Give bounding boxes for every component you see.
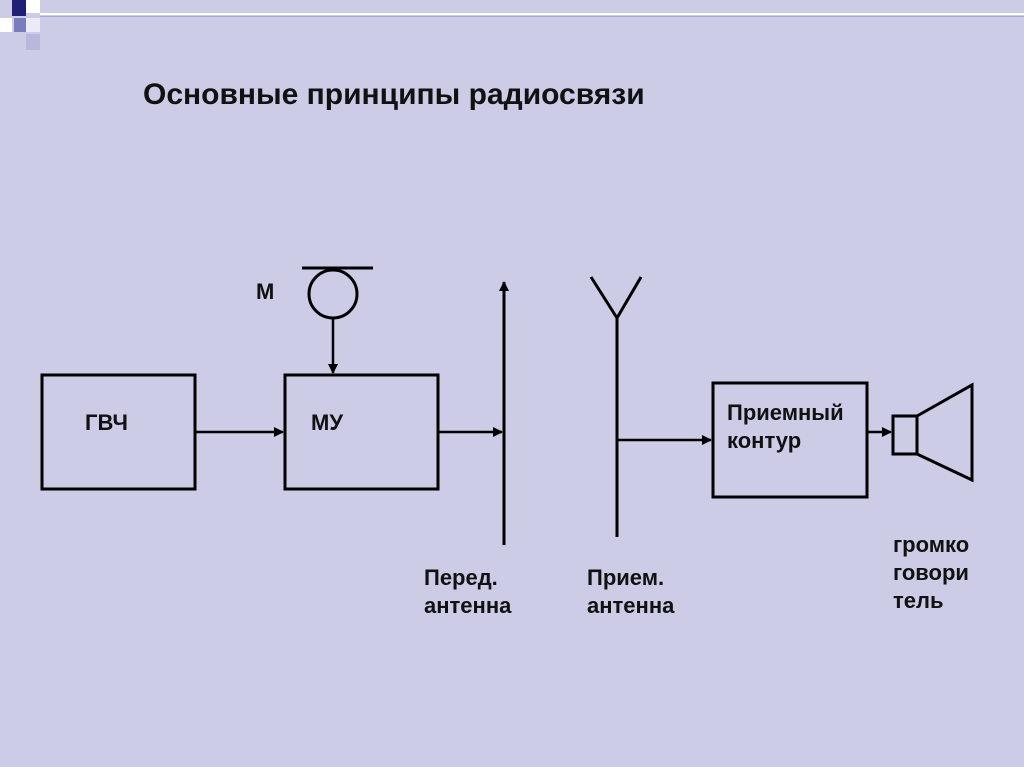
microphone-icon [307, 268, 359, 320]
decor-square-light [26, 0, 40, 13]
decor-line [40, 13, 1024, 15]
receive-antenna-label-line2: антенна [587, 593, 675, 618]
decor-square-small [26, 34, 40, 50]
slide-title: Основные принципы радиосвязи [143, 78, 645, 111]
receiver-circuit-label-line2: контур [727, 428, 802, 453]
receive-antenna-right-branch [615, 276, 643, 319]
transmit-antenna-label: Перед. антенна [424, 564, 511, 620]
speaker-label-line1: громко [893, 532, 970, 557]
microphone-label: М [256, 279, 275, 304]
modulator-label: МУ [311, 410, 344, 435]
receiver-circuit-label: Приемный контур [727, 399, 844, 455]
speaker-cone [916, 382, 974, 483]
receiver-circuit-block [711, 381, 869, 499]
receiver-circuit-label-line1: Приемный [727, 400, 844, 425]
speaker-icon [891, 414, 919, 456]
speaker-label-line3: тель [893, 588, 944, 613]
speaker-label-line2: говори [893, 560, 969, 585]
receive-antenna-left-branch [589, 276, 619, 319]
decor-square-pale [26, 18, 40, 32]
receive-antenna-label: Прием. антенна [587, 564, 674, 620]
modulator-block [283, 373, 440, 491]
decor-square-mid [14, 18, 26, 32]
decor-line-shadow [40, 16, 1024, 17]
speaker-label: громко говори тель [893, 531, 969, 615]
decor-square-outline [0, 18, 12, 32]
transmit-antenna-label-line1: Перед. [424, 565, 498, 590]
generator-label: ГВЧ [85, 410, 128, 435]
transmit-antenna-label-line2: антенна [424, 593, 512, 618]
receive-antenna-label-line1: Прием. [587, 565, 665, 590]
decor-square-dark [12, 0, 26, 16]
